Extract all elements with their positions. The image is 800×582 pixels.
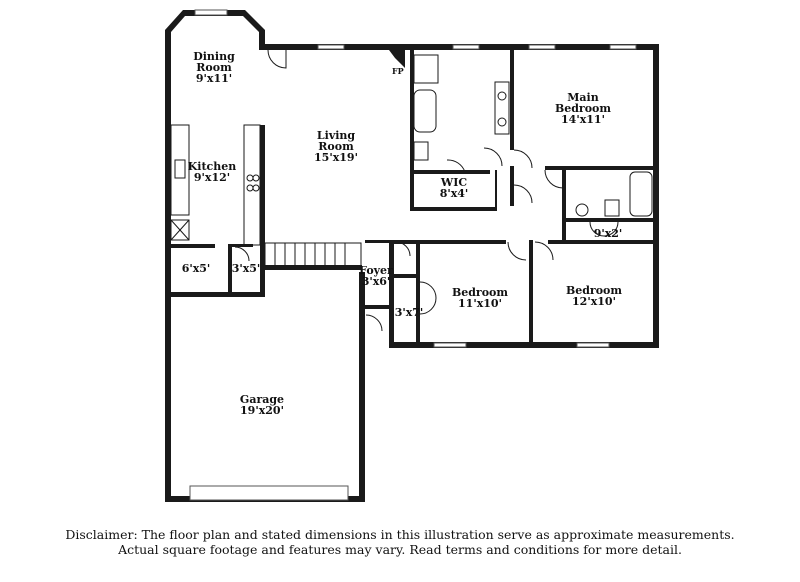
room-labels: Dining Room 9'x11' Living Room 15'x19' K…	[182, 50, 623, 417]
garage-label: Garage	[240, 393, 284, 406]
main-bedroom-dims: 14'x11'	[561, 113, 605, 126]
windows	[189, 9, 637, 501]
disclaimer-line-1: Disclaimer: The floor plan and stated di…	[65, 527, 735, 542]
bedroom3-dims: 12'x10'	[572, 295, 616, 308]
dining-room-label: Dining	[193, 50, 235, 63]
foyer-dims: 3'x6'	[362, 275, 391, 288]
main-bedroom-label-2: Bedroom	[555, 102, 611, 115]
living-room-label: Living	[317, 129, 355, 142]
closet-dims: 3'x7'	[395, 306, 424, 319]
kitchen-label: Kitchen	[188, 160, 237, 173]
living-room-label-2: Room	[318, 140, 354, 153]
main-bedroom-label: Main	[567, 91, 598, 104]
fireplace-label: FP	[392, 66, 404, 76]
foyer-label: Foyer	[359, 264, 393, 277]
bedroom2-label: Bedroom	[452, 286, 508, 299]
garage-dims: 19'x20'	[240, 404, 284, 417]
bedroom3-label: Bedroom	[566, 284, 622, 297]
dining-room-label-2: Room	[196, 61, 232, 74]
laundry-dims: 3'x5'	[232, 262, 261, 275]
disclaimer-line-2: Actual square footage and features may v…	[118, 542, 682, 557]
bedroom2-dims: 11'x10'	[458, 297, 502, 310]
living-room-dims: 15'x19'	[314, 151, 358, 164]
pantry-dims: 6'x5'	[182, 262, 211, 275]
fixtures	[170, 49, 653, 332]
dining-room-dims: 9'x11'	[196, 72, 232, 85]
hall-bath-dims: 9'x2'	[594, 227, 623, 240]
wic-dims: 8'x4'	[440, 187, 469, 200]
kitchen-dims: 9'x12'	[194, 171, 230, 184]
wic-label: WIC	[440, 176, 467, 189]
